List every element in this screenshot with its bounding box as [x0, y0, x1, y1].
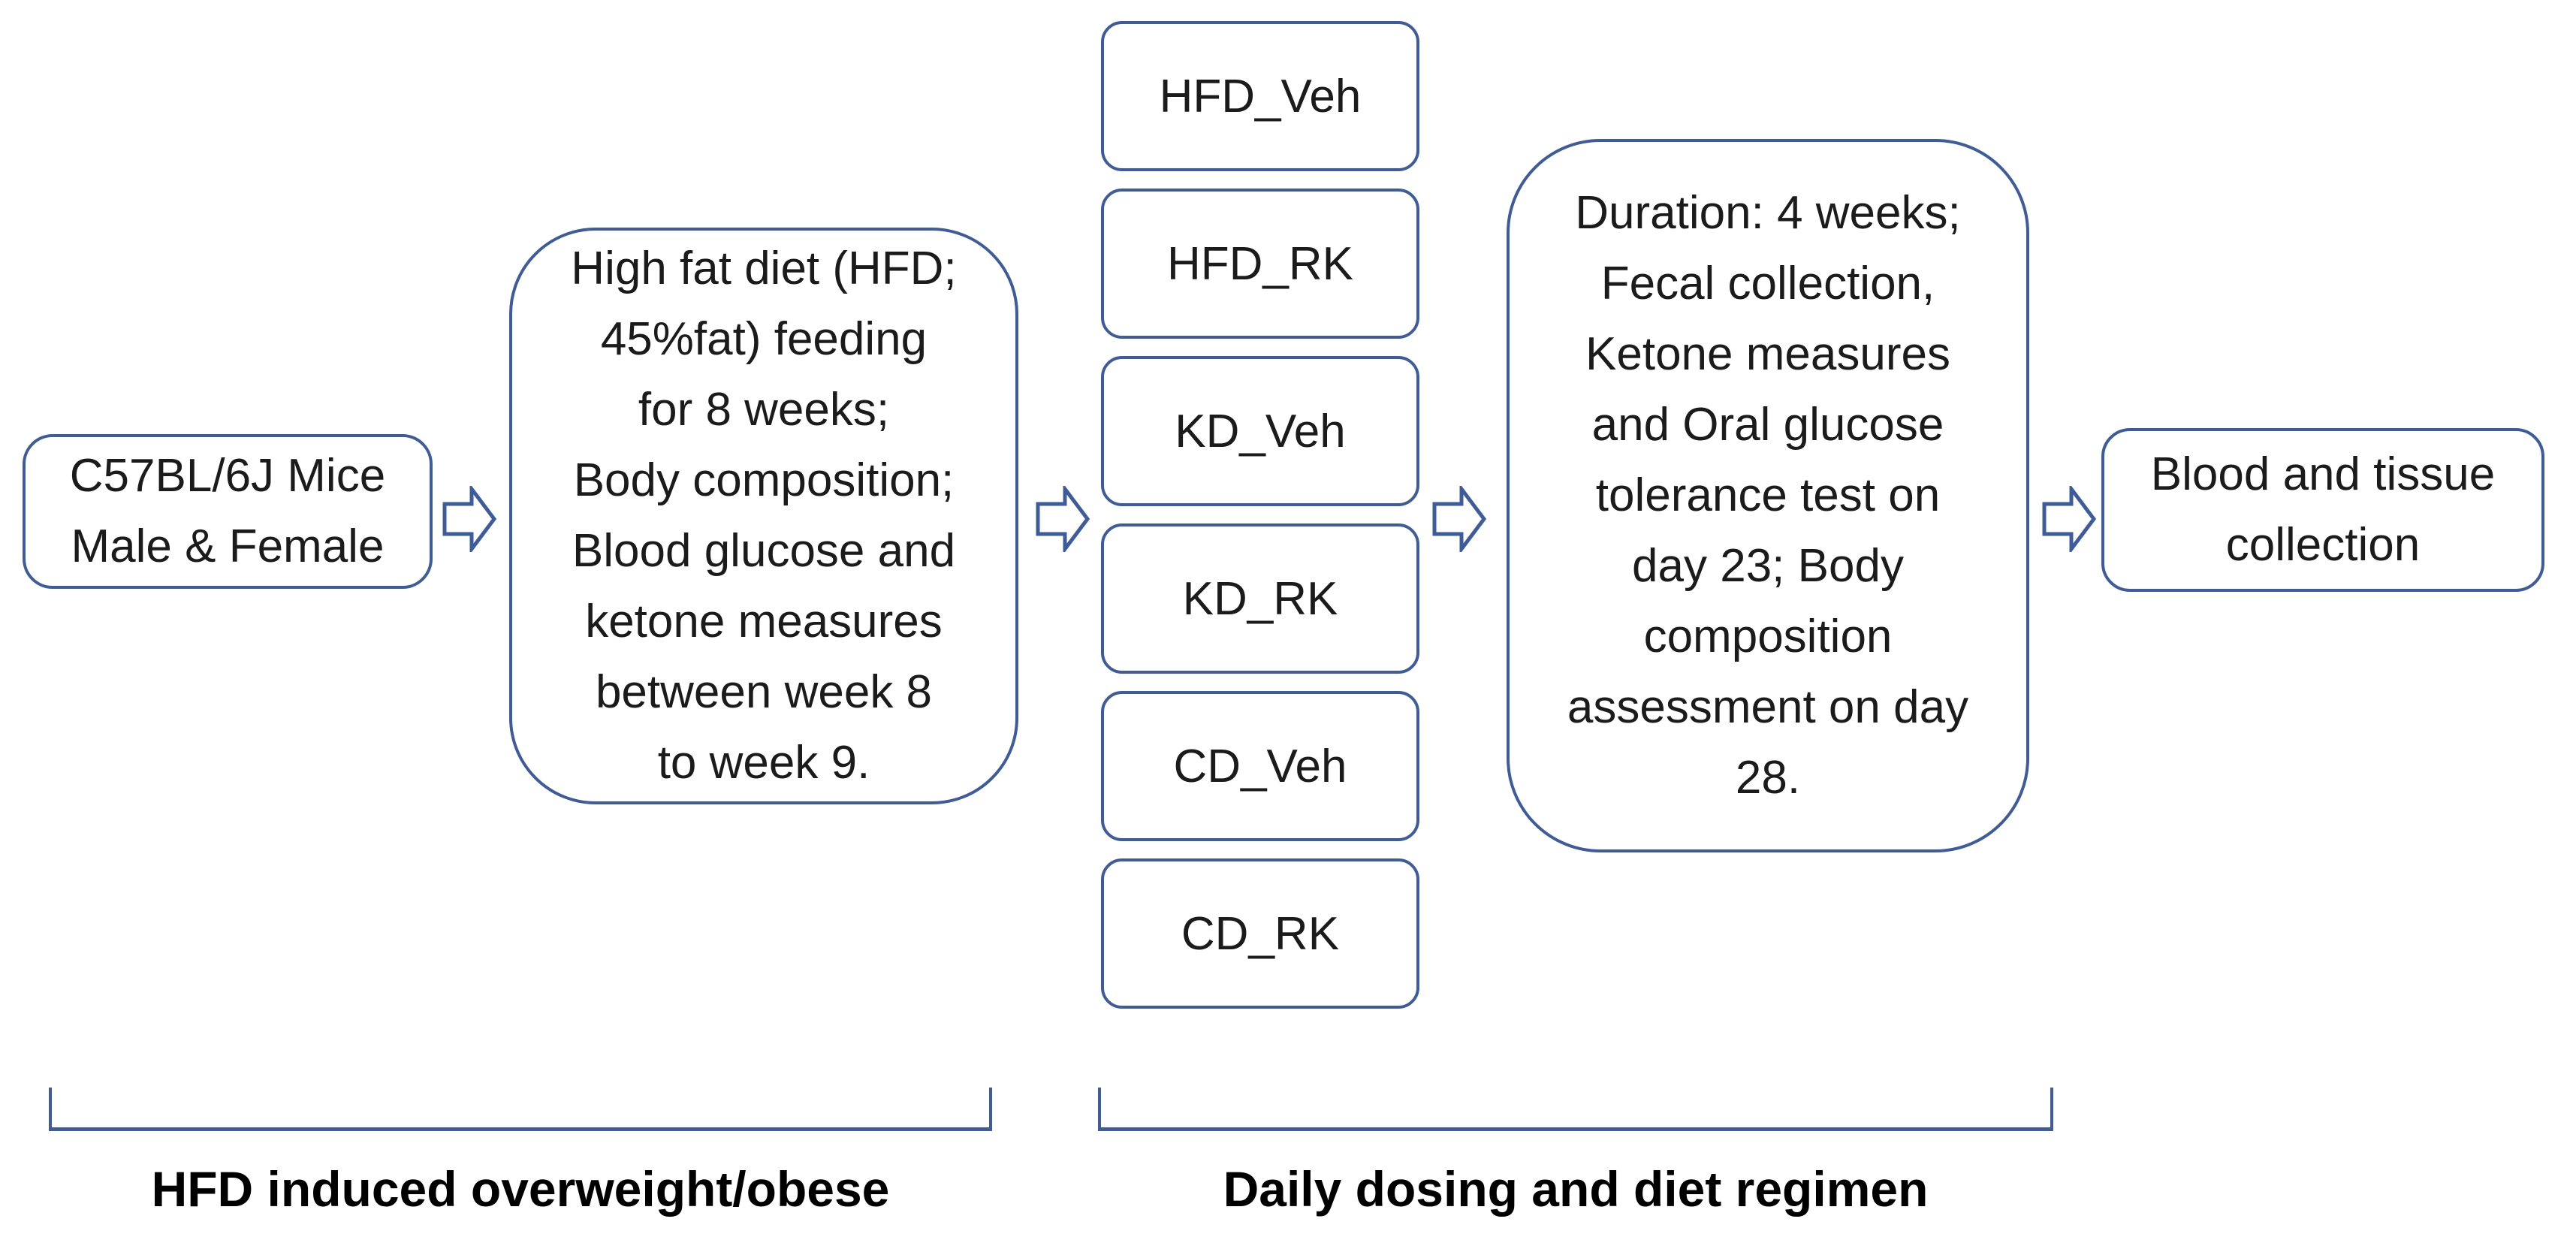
mice-box: C57BL/6J Mice Male & Female: [23, 434, 433, 589]
phase2-bracket: [1098, 1088, 2053, 1131]
phase2-label: Daily dosing and diet regimen: [1223, 1161, 1929, 1217]
treatment-group-box: KD_Veh: [1101, 356, 1419, 506]
treatment-group-box: CD_Veh: [1101, 691, 1419, 841]
dosing-regimen-box: Duration: 4 weeks; Fecal collection, Ket…: [1507, 139, 2029, 852]
treatment-group-box: CD_RK: [1101, 858, 1419, 1009]
phase1-bracket: [49, 1088, 992, 1131]
blood-tissue-collection-box: Blood and tissue collection: [2101, 428, 2544, 592]
hfd-feeding-box: High fat diet (HFD; 45%fat) feeding for …: [509, 228, 1018, 804]
phase1-label: HFD induced overweight/obese: [151, 1161, 890, 1217]
treatment-group-box: HFD_RK: [1101, 189, 1419, 339]
flow-arrow-icon: [1432, 486, 1487, 552]
flow-arrow-icon: [2042, 486, 2097, 552]
flow-arrow-icon: [442, 486, 497, 552]
flow-arrow-icon: [1036, 486, 1090, 552]
treatment-group-box: KD_RK: [1101, 523, 1419, 674]
treatment-groups-column: HFD_Veh HFD_RK KD_Veh KD_RK CD_Veh CD_RK: [1101, 21, 1419, 1009]
treatment-group-box: HFD_Veh: [1101, 21, 1419, 171]
